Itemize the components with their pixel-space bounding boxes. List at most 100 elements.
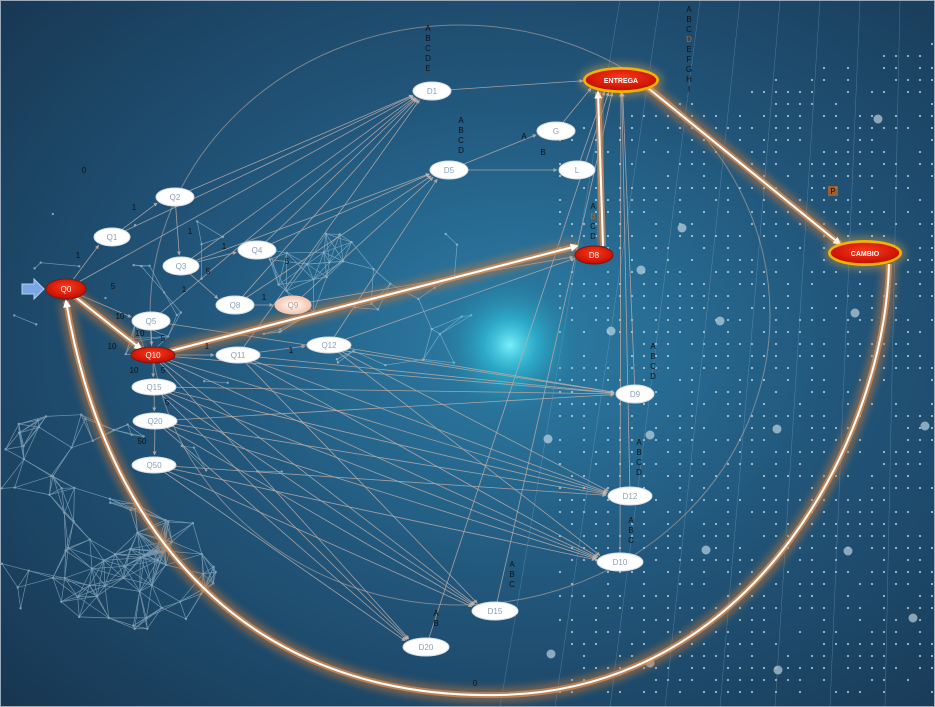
choice-letter: B [425,34,430,43]
edge-d20-entrega [425,91,610,648]
state-label: D15 [488,607,503,616]
edge-q50-d20 [153,464,406,642]
path-entrega-cambio [643,82,845,250]
choice-letter: I [688,85,690,94]
choice-letter: D [425,54,431,63]
state-node-q10[interactable]: Q10 [130,346,176,364]
edge-q11-d15 [237,354,478,604]
state-node-d12[interactable]: D12 [607,486,653,506]
state-node-q15[interactable]: Q15 [131,378,177,396]
choice-letter: A [433,609,439,618]
state-node-q12[interactable]: Q12 [306,336,352,354]
state-node-g[interactable]: G [536,121,576,141]
state-node-q11[interactable]: Q11 [215,346,261,364]
state-node-q1[interactable]: Q1 [93,227,131,247]
choice-letter: E [686,45,691,54]
state-node-d1[interactable]: D1 [412,81,452,101]
state-node-q8[interactable]: Q8 [215,295,255,315]
edge-label-q3-q5: 5 [206,267,211,276]
choice-letter: A [590,202,596,211]
choice-letter: C [590,222,596,231]
choice-letter: D [636,468,642,477]
edge-label-d5-l: B [540,148,545,157]
state-label: Q9 [288,301,299,310]
state-node-q0[interactable]: Q0 [45,278,87,300]
edge-q8-d1 [234,98,419,306]
state-label: D20 [419,643,434,652]
state-label: D12 [623,492,638,501]
edge-label-q8-q9: 1 [262,293,267,302]
edge-label-q0-q1: 1 [76,251,81,260]
state-node-q4[interactable]: Q4 [237,240,277,260]
choice-letter: D [590,232,596,241]
edge-q11-d10 [237,354,599,558]
choice-letter: C [636,458,642,467]
choice-letter: A [650,342,656,351]
state-label: Q15 [146,383,162,392]
edge-label-q10-a: 10 [108,342,117,351]
state-node-d9[interactable]: D9 [615,384,655,404]
edge-label-q10-q11: 1 [205,342,210,351]
state-node-l[interactable]: L [558,160,596,180]
choice-letter: D [650,372,656,381]
edge-label-q10-d: 10 [130,366,139,375]
d20-choices: AB [433,609,439,628]
state-label: Q50 [146,461,162,470]
state-label: Q4 [252,246,263,255]
state-label: D8 [589,251,600,260]
edge-q50-d10 [153,464,596,561]
state-node-d20[interactable]: D20 [402,637,450,657]
state-label: Q8 [230,301,241,310]
edge-label-q4-x: 5 [285,257,290,266]
edge-q11-d9 [237,354,615,395]
state-node-q50[interactable]: Q50 [131,456,177,474]
choice-letter: F [687,55,692,64]
choice-letter: D [686,35,692,44]
state-node-q3[interactable]: Q3 [162,256,200,276]
edge-d15-entrega [494,92,614,612]
edge-q1-d1 [111,95,414,238]
edge-q0-d1 [65,95,414,290]
state-label: D5 [444,166,455,175]
state-node-q9[interactable]: Q9 [274,295,312,315]
edge-q15-d15 [153,386,475,606]
choice-letter: B [686,15,691,24]
state-node-d5[interactable]: D5 [429,160,469,180]
choice-letter: B [509,570,514,579]
state-node-d15[interactable]: D15 [471,601,519,621]
state-label: Q0 [61,285,72,294]
edge-q3-d5 [180,173,430,267]
choice-letter: B [628,526,633,535]
edge-d9-entrega [620,92,636,395]
state-node-q5[interactable]: Q5 [131,311,171,331]
edge-label-q3-q4: 1 [222,242,227,251]
state-node-q20[interactable]: Q20 [132,412,178,430]
edge-label-bottom-0: 0 [473,679,478,688]
state-node-d8[interactable]: D8 [574,245,614,265]
edge-label-q3-q8: 1 [182,285,187,294]
state-node-entrega[interactable]: ENTREGA [579,63,663,97]
edge-q5-d1 [150,97,417,322]
state-node-cambio[interactable]: CAMBIO [824,236,906,270]
edge-q11-d12 [237,354,608,493]
path-cambio-q0 [59,263,896,703]
edge-q50-d12 [153,464,607,498]
edge-q12-d10 [328,344,601,556]
choice-letter: A [686,5,692,14]
state-label: D10 [613,558,628,567]
edge-q50-d15 [153,464,473,608]
edge-label-q0-top: 0 [82,166,87,175]
edge-q15-d20 [153,386,409,640]
edge-q20-d20 [154,420,408,641]
edge-q4-d1 [256,98,417,251]
state-node-d10[interactable]: D10 [596,552,644,572]
state-node-q2[interactable]: Q2 [155,187,195,207]
edge-d12-entrega [619,92,631,497]
choice-letter: A [628,516,634,525]
choice-letter: C [628,536,634,545]
highlighted-path [59,82,896,703]
